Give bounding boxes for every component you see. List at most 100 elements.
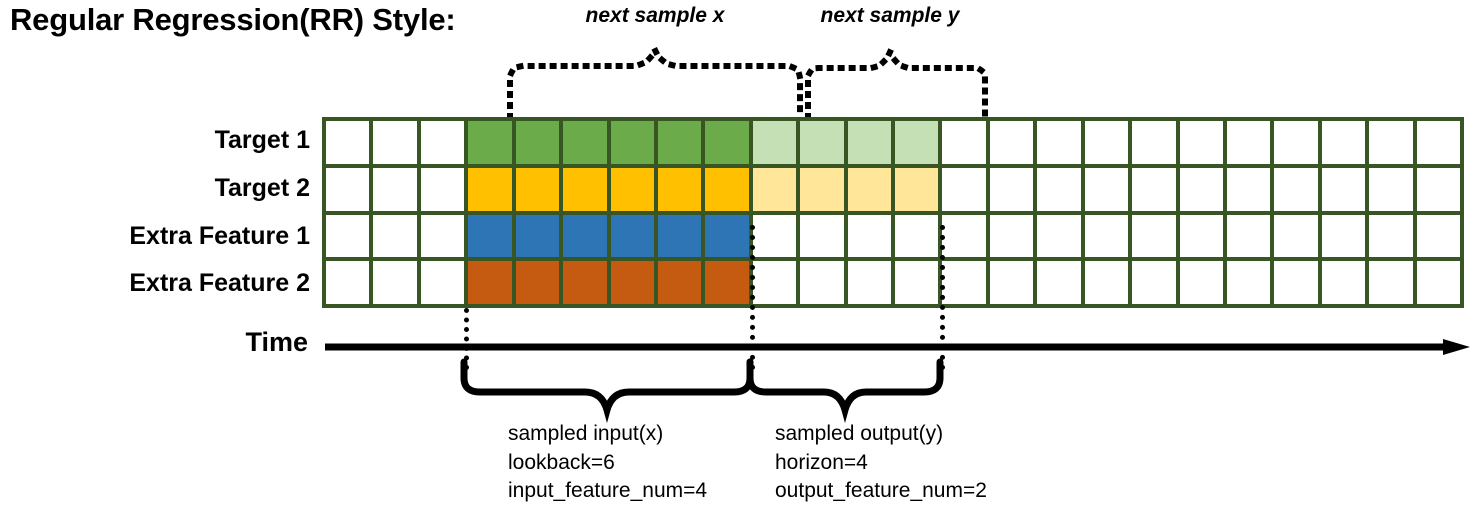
grid-cell-r2-c9-input [705, 167, 749, 211]
grid-cell-r1-c4-input [468, 121, 512, 164]
guide-output-end [940, 225, 945, 370]
grid-cell-r2-c3-empty [420, 167, 465, 211]
page-title: Regular Regression(RR) Style: [10, 2, 456, 37]
grid-cell-r1-c5-input [515, 121, 560, 164]
grid-cell-r1-c8-input [657, 121, 702, 164]
grid-cell-r2-c19-empty [1179, 167, 1223, 211]
grid-cell-r3-c21-empty [1274, 214, 1318, 258]
grid-cell-r4-c13-empty [895, 261, 939, 304]
caption-sampled-input: sampled input(x) lookback=6 input_featur… [508, 420, 707, 506]
grid-cell-r1-c15-empty [989, 121, 1034, 164]
grid-cell-r1-c16-empty [1037, 121, 1081, 164]
grid-cell-r1-c18-empty [1132, 121, 1176, 164]
grid-cell-r2-c23-empty [1369, 167, 1413, 211]
annotation-next-sample-y: next sample y [820, 4, 960, 27]
grid-cell-r4-c10-empty [752, 261, 797, 304]
grid-cell-r4-c23-empty [1369, 261, 1413, 304]
grid-cell-r1-c6-input [563, 121, 607, 164]
grid-cell-r2-c12-output [847, 167, 891, 211]
caption-output-line-1: sampled output(y) [775, 422, 944, 445]
grid-cell-r1-c2-empty [373, 121, 417, 164]
grid-cell-r4-c8-input [657, 261, 702, 304]
grid-cell-r1-c22-empty [1321, 121, 1366, 164]
grid-cell-r4-c21-empty [1274, 261, 1318, 304]
grid-cell-r2-c22-empty [1321, 167, 1366, 211]
caption-input-line-3: input_feature_num=4 [508, 479, 708, 502]
grid-cell-r4-c4-input [468, 261, 512, 304]
grid-cell-r4-c1-empty [326, 261, 370, 304]
grid-cell-r1-c7-input [610, 121, 654, 164]
grid-cell-r3-c22-empty [1321, 214, 1366, 258]
grid-cell-r2-c7-input [610, 167, 654, 211]
grid-cell-r2-c6-input [563, 167, 607, 211]
grid-cell-r4-c18-empty [1132, 261, 1176, 304]
grid-cell-r4-c14-empty [942, 261, 986, 304]
grid-cell-r2-c5-input [515, 167, 560, 211]
grid-cell-r2-c11-output [800, 167, 844, 211]
grid-cell-r1-c10-output [752, 121, 797, 164]
grid-cell-r4-c6-input [563, 261, 607, 304]
grid-cell-r4-c5-input [515, 261, 560, 304]
grid-cell-r3-c2-empty [373, 214, 417, 258]
grid-cell-r4-c20-empty [1226, 261, 1271, 304]
caption-input-line-2: lookback=6 [508, 450, 615, 474]
grid-cell-r3-c18-empty [1132, 214, 1176, 258]
time-axis-arrow [325, 339, 1470, 355]
grid-cell-r3-c12-empty [847, 214, 891, 258]
grid-cell-r3-c10-empty [752, 214, 797, 258]
row-label-extra-feature-1: Extra Feature 1 [129, 221, 310, 250]
grid-cell-r2-c21-empty [1274, 167, 1318, 211]
grid-cell-r2-c10-output [752, 167, 797, 211]
grid-cell-r2-c4-input [468, 167, 512, 211]
grid-cell-r4-c24-empty [1416, 261, 1460, 304]
grid-cell-r1-c24-empty [1416, 121, 1460, 164]
caption-output-line-2: horizon=4 [775, 450, 868, 474]
grid-cell-r2-c18-empty [1132, 167, 1176, 211]
grid-cell-r1-c9-input [705, 121, 749, 164]
caption-sampled-output: sampled output(y) horizon=4 output_featu… [775, 420, 987, 506]
row-label-extra-feature-2: Extra Feature 2 [129, 269, 310, 298]
grid-cell-r4-c11-empty [800, 261, 844, 304]
grid-cell-r3-c3-empty [420, 214, 465, 258]
grid-cell-r1-c12-output [847, 121, 891, 164]
guide-input-end [750, 225, 755, 370]
grid-cell-r1-c17-empty [1084, 121, 1129, 164]
grid-cell-r4-c12-empty [847, 261, 891, 304]
grid-cell-r1-c23-empty [1369, 121, 1413, 164]
grid-cell-r2-c14-empty [942, 167, 986, 211]
grid-cell-r3-c4-input [468, 214, 512, 258]
grid-cell-r4-c3-empty [420, 261, 465, 304]
row-label-target-1: Target 1 [214, 126, 310, 154]
grid-cell-r4-c22-empty [1321, 261, 1366, 304]
grid-cell-r4-c17-empty [1084, 261, 1129, 304]
grid-cell-r3-c24-empty [1416, 214, 1460, 258]
grid-cell-r2-c20-empty [1226, 167, 1271, 211]
grid-cell-r2-c13-output [895, 167, 939, 211]
grid-cell-r1-c3-empty [420, 121, 465, 164]
grid-cell-r3-c13-empty [895, 214, 939, 258]
grid-cell-r2-c1-empty [326, 167, 370, 211]
axis-label-time: Time [245, 327, 308, 357]
grid-cell-r4-c19-empty [1179, 261, 1223, 304]
grid-cell-r3-c9-input [705, 214, 749, 258]
grid-cell-r1-c21-empty [1274, 121, 1318, 164]
caption-output-line-3: output_feature_num=2 [775, 479, 987, 502]
grid-cell-r2-c24-empty [1416, 167, 1460, 211]
grid-cell-r1-c1-empty [326, 121, 370, 164]
row-label-target-2: Target 2 [214, 173, 310, 202]
grid-cell-r1-c14-empty [942, 121, 986, 164]
grid-cell-r3-c7-input [610, 214, 654, 258]
grid-cell-r4-c15-empty [989, 261, 1034, 304]
annotation-next-sample-x: next sample x [585, 4, 725, 27]
grid-cell-r4-c7-input [610, 261, 654, 304]
grid-cell-r4-c9-input [705, 261, 749, 304]
grid-cell-r3-c16-empty [1037, 214, 1081, 258]
grid-cell-r3-c5-input [515, 214, 560, 258]
caption-input-line-1: sampled input(x) [508, 422, 664, 445]
grid-cell-r3-c17-empty [1084, 214, 1129, 258]
grid-cell-r2-c2-empty [373, 167, 417, 211]
grid-cell-r1-c11-output [800, 121, 844, 164]
grid-cell-r3-c15-empty [989, 214, 1034, 258]
grid-cell-r2-c16-empty [1037, 167, 1081, 211]
grid-cell-r3-c14-empty [942, 214, 986, 258]
